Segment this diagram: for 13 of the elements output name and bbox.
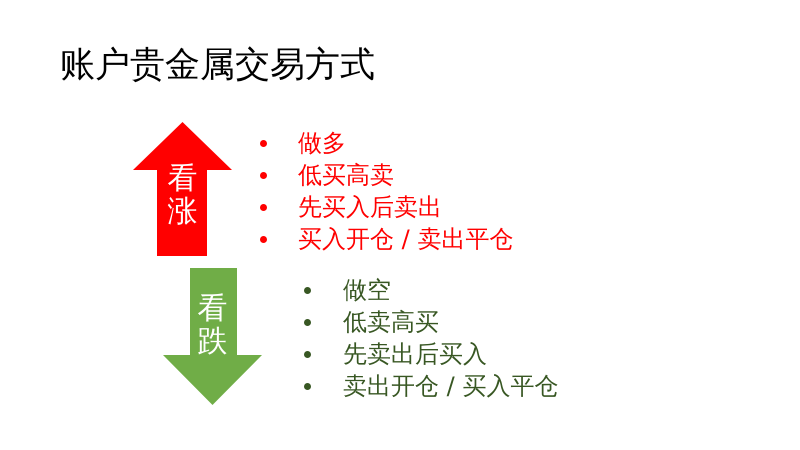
list-item-text: 做空 [343, 275, 391, 306]
arrow-label: 看跌 [198, 292, 228, 358]
title: 账户贵金属交易方式 [60, 44, 375, 86]
list-item-text: 卖出开仓 / 买入平仓 [343, 371, 558, 402]
list-item-text: 买入开仓 / 卖出平仓 [298, 224, 514, 255]
list-item-text: 低买高卖 [298, 160, 394, 191]
up-arrow-shape [133, 122, 232, 256]
down-arrow-shape [163, 268, 262, 405]
list-item-text: 低卖高买 [343, 307, 439, 338]
arrow-label: 看涨 [168, 162, 198, 228]
list-item-text: 做多 [298, 128, 346, 159]
list-item-text: 先卖出后买入 [343, 339, 487, 370]
list-item-text: 先买入后卖出 [298, 192, 442, 223]
